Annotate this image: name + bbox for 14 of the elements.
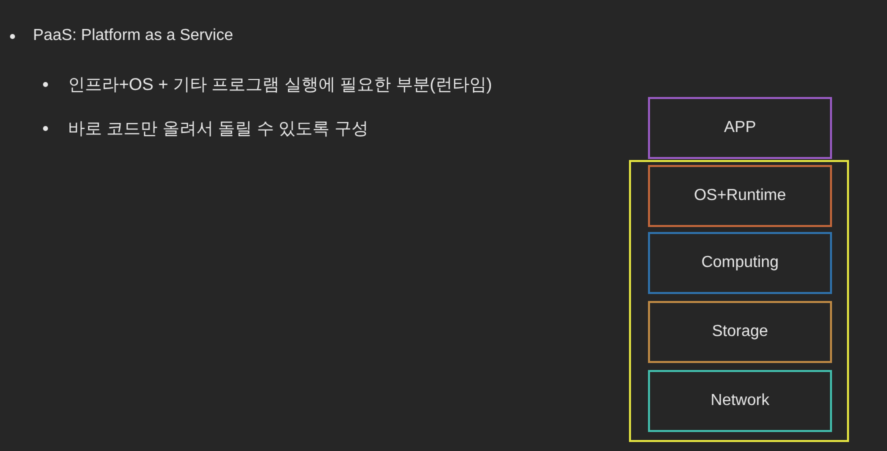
layer-label: Computing — [701, 254, 779, 272]
layer-box — [648, 301, 832, 363]
group-frame — [629, 160, 849, 442]
layer-box — [648, 232, 832, 294]
layer-label: APP — [724, 119, 756, 137]
bullet-text: 인프라+OS + 기타 프로그램 실행에 필요한 부분(런타임) — [68, 74, 492, 96]
bullet-text: PaaS: Platform as a Service — [33, 27, 234, 45]
layer-box — [648, 370, 832, 432]
layer-label: Storage — [712, 323, 768, 341]
bullet-text: 바로 코드만 올려서 돌릴 수 있도록 구성 — [68, 118, 368, 140]
layer-label: Network — [710, 392, 770, 410]
layer-label: OS+Runtime — [694, 187, 786, 205]
layer-box — [648, 165, 832, 227]
layer-box — [648, 97, 832, 159]
